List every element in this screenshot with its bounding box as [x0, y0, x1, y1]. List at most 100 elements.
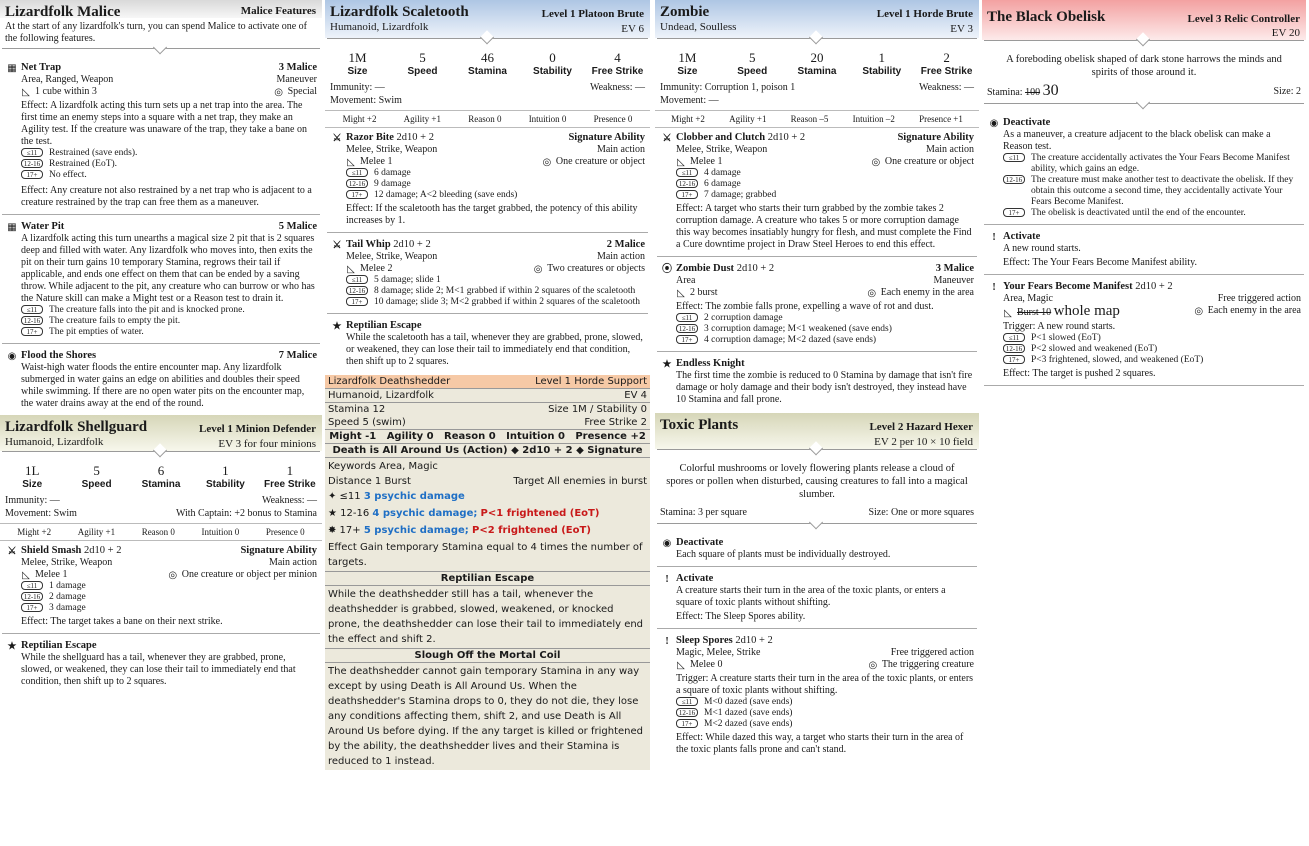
stat-value: 2 [943, 50, 950, 65]
spores-name: Sleep Spores [676, 635, 733, 646]
odeact-name: Deactivate [1003, 117, 1051, 128]
sword-icon: ⚔ [332, 240, 342, 251]
shell-imm: Immunity: — [5, 495, 60, 506]
dsh-ev: EV 4 [624, 390, 647, 401]
scale-sub: Humanoid, Lizardfolk [330, 21, 429, 33]
dsh-level: Level 1 Horde Support [535, 376, 647, 387]
bite-act: Main action [596, 144, 645, 155]
scale-escape: ★Reptilian Escape While the scaletooth h… [325, 316, 650, 371]
dsh-esc-text: While the deathshedder still has a tail,… [325, 586, 650, 649]
stat-label: Speed [81, 479, 112, 490]
char: Might +2 [671, 114, 705, 124]
dust-tgt: Each enemy in the area [880, 287, 974, 298]
clob-t3: 7 damage; grabbed [704, 190, 777, 200]
bite-t1: 6 damage [374, 168, 411, 178]
dsh-kw: Keywords Area, Magic [328, 461, 438, 472]
stat-value: 1L [24, 463, 40, 478]
scale-weak: Weakness: — [589, 82, 645, 93]
smash-t1: 1 damage [49, 581, 86, 591]
stat-label: Stamina [141, 479, 181, 490]
dust-t3: 4 corruption damage; M<2 dazed (save end… [704, 335, 877, 345]
smash-eff: Effect: The target takes a bane on their… [21, 616, 223, 627]
zombie-ev: EV 3 [950, 23, 973, 35]
obelisk-stam-old: 100 [1025, 87, 1041, 98]
alert-icon: ! [992, 282, 996, 293]
tier1-key: ≤11 [21, 148, 43, 157]
pdeact-text: Each square of plants must be individual… [676, 549, 891, 560]
whip-t1: 5 damage; slide 1 [374, 275, 441, 285]
fears-roll: 2d10 + 2 [1135, 281, 1173, 292]
obelisk-ev: EV 20 [1271, 27, 1300, 39]
obelisk-level: Level 3 Relic Controller [1187, 13, 1300, 25]
dsh-size: Size 1M / Stability 0 [548, 404, 647, 415]
dsh-dist: Distance 1 Burst [328, 476, 411, 487]
char: Agility +1 [77, 527, 116, 537]
stat-label: Size [677, 66, 698, 77]
whip-kw: Melee, Strike, Weapon [346, 251, 438, 262]
char: Intuition –2 [852, 114, 895, 124]
stat-value: 5 [748, 50, 756, 65]
distance-icon: ◺ [677, 157, 685, 168]
target-icon: ◎ [868, 660, 878, 671]
fears-t2: P<2 slowed and weakened (EoT) [1031, 344, 1158, 354]
net-t1: Restrained (save ends). [49, 148, 138, 158]
pact-eff: Effect: The Sleep Spores ability. [676, 611, 806, 622]
column-malice: Lizardfolk Malice Malice Features At the… [0, 0, 322, 846]
shell-title: Lizardfolk Shellguard [5, 419, 148, 435]
distance-icon: ◺ [22, 570, 30, 581]
dsh-eff: Effect Gain temporary Stamina equal to 4… [325, 539, 650, 572]
net-t2: Restrained (EoT). [49, 159, 118, 169]
shell-esc-name: Reptilian Escape [21, 640, 97, 651]
stat-value: 46 [481, 50, 494, 65]
dsh-t2a: 4 psychic damage; [372, 508, 478, 519]
plants-stam: Stamina: 3 per square [660, 507, 747, 518]
fears-t3: P<3 frightened, slowed, and weakened (Eo… [1031, 355, 1204, 365]
tier3-key: 17+ [21, 327, 43, 336]
star-icon: ★ [332, 321, 342, 332]
shell-sub: Humanoid, Lizardfolk [5, 436, 104, 448]
stat-label: Speed [737, 66, 768, 77]
star-icon: ★ [7, 641, 17, 652]
shell-weak: Weakness: — [261, 495, 317, 506]
stat-value: 20 [810, 50, 824, 65]
dust-t1: 2 corruption damage [704, 313, 783, 323]
column-obelisk: The Black Obelisk Level 3 Relic Controll… [982, 0, 1306, 846]
target-icon: ◎ [542, 157, 552, 168]
obelisk-desc: A foreboding obelisk shaped of dark ston… [1006, 54, 1282, 78]
tier1-key: ≤11 [21, 305, 43, 314]
char: Might +2 [342, 114, 377, 124]
dsh-title: Lizardfolk Deathshedder [328, 376, 451, 387]
net-t3: No effect. [49, 170, 87, 180]
shell-escape: ★Reptilian Escape While the shellguard h… [0, 636, 322, 691]
plants-desc: Colorful mushrooms or lovely flowering p… [666, 463, 968, 500]
plants-activate: !Activate A creature starts their turn i… [655, 569, 979, 626]
zombie-imm: Immunity: Corruption 1, poison 1 [660, 82, 796, 93]
net-effect: Effect: A lizardfolk acting this turn se… [21, 100, 307, 147]
clob-eff: Effect: A target who starts their turn g… [676, 203, 972, 250]
oact-eff: Effect: The Your Fears Become Manifest a… [1003, 257, 1197, 268]
spores-t2: M<1 dazed (save ends) [704, 708, 793, 718]
target-icon: ◎ [1194, 306, 1204, 317]
tier3-key: 17+ [21, 603, 43, 612]
zombie-weak: Weakness: — [918, 82, 974, 93]
tier2-key: 12-16 [21, 316, 43, 325]
stat-label: Size [22, 479, 43, 490]
smash-roll: 2d10 + 2 [84, 545, 122, 556]
alert-icon: ! [992, 232, 996, 243]
deactivate-icon: ◉ [989, 118, 999, 129]
alert-icon: ! [665, 636, 669, 647]
pact-name: Activate [676, 573, 714, 584]
scale-imm: Immunity: — [330, 82, 385, 93]
target-icon: ◎ [168, 570, 178, 581]
dust-act: Maneuver [933, 275, 974, 286]
obelisk-stam-label: Stamina: [987, 87, 1023, 98]
clob-t1: 4 damage [704, 168, 741, 178]
spores-t3: M<2 dazed (save ends) [704, 719, 793, 729]
stat-label: Stamina [797, 66, 837, 77]
plants-level: Level 2 Hazard Hexer [869, 421, 973, 433]
scale-ev: EV 6 [621, 23, 644, 35]
char: Presence 0 [265, 527, 305, 537]
dust-cost: 3 Malice [935, 263, 974, 274]
